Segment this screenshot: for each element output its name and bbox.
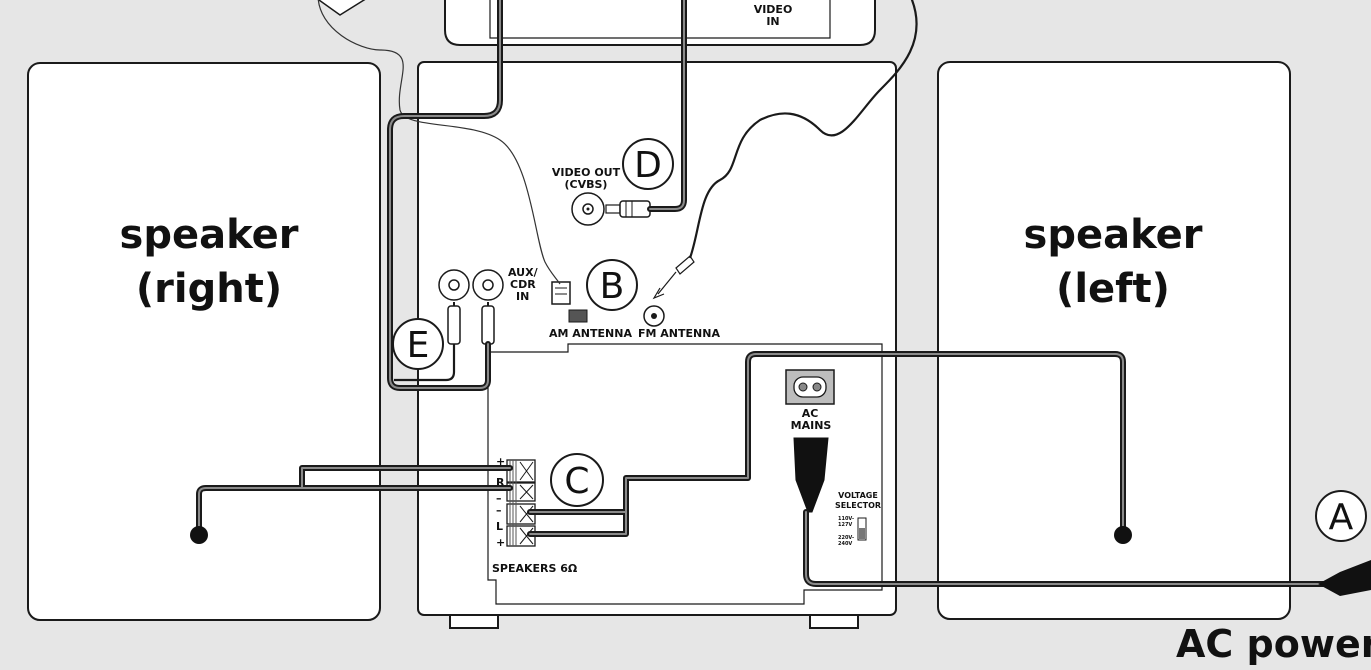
terminal-plus-bottom: + xyxy=(496,536,505,549)
svg-text:B: B xyxy=(600,266,625,307)
video-out-label-2: (CVBS) xyxy=(565,178,608,191)
video-in-label-2: IN xyxy=(766,15,779,28)
voltage-220-label: 220V- xyxy=(838,535,854,541)
terminal-minus-1: – xyxy=(496,492,502,505)
voltage-selector-label-2: SELECTOR xyxy=(835,501,881,510)
svg-text:C: C xyxy=(564,461,589,502)
badge-b: B xyxy=(586,259,638,311)
speakers-impedance-label: SPEAKERS 6Ω xyxy=(492,562,578,575)
svg-text:D: D xyxy=(634,145,662,186)
badge-a: A xyxy=(1315,490,1367,542)
fm-antenna-socket: FM ANTENNA xyxy=(638,255,720,340)
fm-antenna-label: FM ANTENNA xyxy=(638,327,720,340)
aux-label: AUX/ xyxy=(508,266,539,279)
badge-d: D xyxy=(622,138,674,190)
svg-text:A: A xyxy=(1329,497,1354,538)
ac-mains-label-2: MAINS xyxy=(791,419,832,432)
tv-unit: VIDEO IN xyxy=(444,0,876,46)
aux-label-2: CDR xyxy=(510,278,536,291)
terminal-minus-2: – xyxy=(496,504,502,517)
voltage-selector: VOLTAGE SELECTOR 110V- 127V 220V- 240V xyxy=(835,491,881,547)
cables xyxy=(190,0,1371,596)
am-antenna-label: AM ANTENNA xyxy=(549,327,632,340)
svg-text:E: E xyxy=(407,325,430,366)
ac-power-cord-label: AC power cord xyxy=(1176,622,1371,666)
am-antenna-loop xyxy=(317,0,366,16)
voltage-240-label: 240V xyxy=(838,541,852,547)
aux-label-3: IN xyxy=(516,290,529,303)
ac-mains-label: AC xyxy=(802,407,819,420)
voltage-selector-label: VOLTAGE xyxy=(838,491,878,500)
terminal-l-label: L xyxy=(496,520,503,533)
speaker-terminals: + R – – L + SPEAKERS 6Ω xyxy=(492,455,578,575)
aux-cdr-in-jacks: AUX/ CDR IN xyxy=(438,266,539,303)
terminal-r-label: R xyxy=(496,476,505,489)
ac-mains-socket: AC MAINS xyxy=(785,369,835,513)
am-antenna-socket: AM ANTENNA xyxy=(549,281,632,340)
video-out-jack: VIDEO OUT (CVBS) xyxy=(552,166,621,226)
badge-c: C xyxy=(550,453,604,507)
terminal-plus-top: + xyxy=(496,455,505,468)
speaker-right-subtitle: (right) xyxy=(136,266,282,312)
voltage-127-label: 127V xyxy=(838,522,852,528)
speaker-right-title: speaker xyxy=(120,212,299,258)
voltage-110-label: 110V- xyxy=(838,516,854,522)
speaker-right: speaker (right) xyxy=(27,62,381,621)
video-in-label: VIDEO xyxy=(754,3,793,16)
speaker-left: speaker (left) xyxy=(937,61,1291,620)
video-out-label: VIDEO OUT xyxy=(552,166,621,179)
speaker-left-subtitle: (left) xyxy=(1056,266,1170,312)
badge-e: E xyxy=(392,318,444,370)
speaker-left-title: speaker xyxy=(1024,212,1203,258)
